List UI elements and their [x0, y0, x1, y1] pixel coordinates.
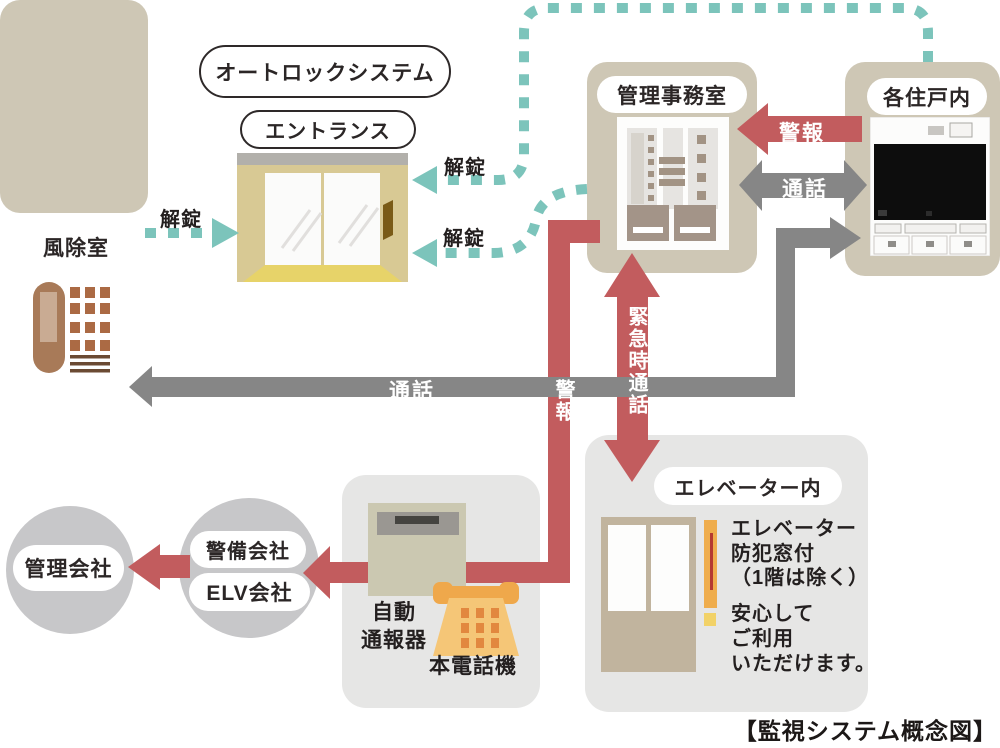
- companies-circle: [179, 498, 319, 638]
- keypad-dots: [70, 287, 110, 351]
- main-telephone-label: 本電話機: [429, 655, 517, 678]
- unlock-label-upper: 解錠: [444, 157, 486, 179]
- monitor-screen: [874, 144, 986, 220]
- residence-monitor-illustration: [870, 117, 990, 256]
- call-line-to-residence: [776, 217, 861, 377]
- auto-dialer-label-line2: 通報器: [361, 629, 427, 652]
- windbreak-room-pill: 風除室: [24, 225, 128, 268]
- elevator-feature-line1: エレベーター: [731, 518, 857, 540]
- elevator-interior-pill: エレベーター内: [654, 467, 842, 505]
- elevator-company-pill: ELV会社: [189, 573, 310, 611]
- elevator-feature-line3: （1階は除く）: [731, 567, 870, 589]
- elevator-reassure-line3: いただけます。: [731, 653, 876, 675]
- auto-dialer-label-line1: 自動: [372, 601, 416, 624]
- alarm-arrow-residence-to-office: [737, 103, 862, 155]
- call-line-windbreak: [129, 366, 795, 407]
- elevator-reassure-line2: ご利用: [731, 628, 794, 650]
- security-company-pill: 警備会社: [190, 531, 306, 568]
- autolock-system-label: オートロックシステム: [215, 61, 435, 85]
- management-office-pill: 管理事務室: [597, 76, 747, 113]
- elevator-door-illustration: [601, 517, 717, 672]
- windbreak-room-box: [0, 0, 148, 213]
- alarm-label-vertical: 警報: [552, 379, 574, 423]
- call-label-long-bar: 通話: [389, 380, 435, 403]
- door-lock-icon: [383, 200, 393, 240]
- unlock-label-windbreak: 解錠: [160, 209, 202, 231]
- autolock-system-pill: オートロックシステム: [199, 45, 451, 98]
- residence-unit-pill: 各住戸内: [867, 78, 987, 115]
- management-office-label: 管理事務室: [617, 84, 727, 108]
- elevator-reassure-note: 安心して ご利用 いただけます。: [731, 602, 876, 677]
- emergency-call-label: 緊急時通話: [625, 306, 647, 416]
- elevator-feature-note: エレベーター 防犯窓付 （1階は除く）: [731, 517, 869, 591]
- windbreak-intercom-illustration: [22, 270, 130, 390]
- alarm-label-horizontal: 警報: [779, 122, 825, 145]
- door-glass-streaks: [280, 204, 380, 252]
- entrance-pill: エントランス: [240, 110, 416, 149]
- elevator-reassure-line1: 安心して: [731, 603, 815, 625]
- management-company-pill: 管理会社: [13, 545, 124, 591]
- unlock-arrowheads: [212, 166, 437, 267]
- call-label-office-residence: 通話: [782, 178, 828, 201]
- elevator-feature-line2: 防犯窓付: [731, 542, 815, 565]
- emergency-call-arrow-office-elevator: [604, 253, 660, 482]
- elevator-company-label: ELV会社: [206, 582, 293, 605]
- call-arrow-office-residence: [739, 160, 867, 211]
- unlock-path-office-to-entrance: [440, 184, 588, 258]
- security-company-label: 警備会社: [206, 541, 290, 563]
- entrance-label: エントランス: [265, 121, 391, 143]
- elevator-interior-label: エレベーター内: [674, 477, 822, 500]
- diagram-caption: 【監視システム概念図】: [733, 719, 997, 744]
- telephone-icon: [433, 582, 519, 656]
- arrow-companies-to-management: [128, 544, 190, 590]
- residence-unit-label: 各住戸内: [883, 86, 971, 110]
- legend-square-icon: [704, 613, 716, 626]
- unlock-path-residence-to-entrance: [440, 3, 933, 185]
- entrance-door-illustration: [237, 153, 408, 282]
- windbreak-room-label: 風除室: [43, 236, 109, 260]
- auto-dialer-label: 自動 通報器: [351, 599, 437, 655]
- auto-dialer-device-illustration: [368, 503, 466, 596]
- speaker-lines: [70, 355, 110, 373]
- management-company-label: 管理会社: [24, 558, 113, 581]
- office-control-panel-illustration: [617, 117, 729, 250]
- unlock-label-lower: 解錠: [443, 228, 485, 250]
